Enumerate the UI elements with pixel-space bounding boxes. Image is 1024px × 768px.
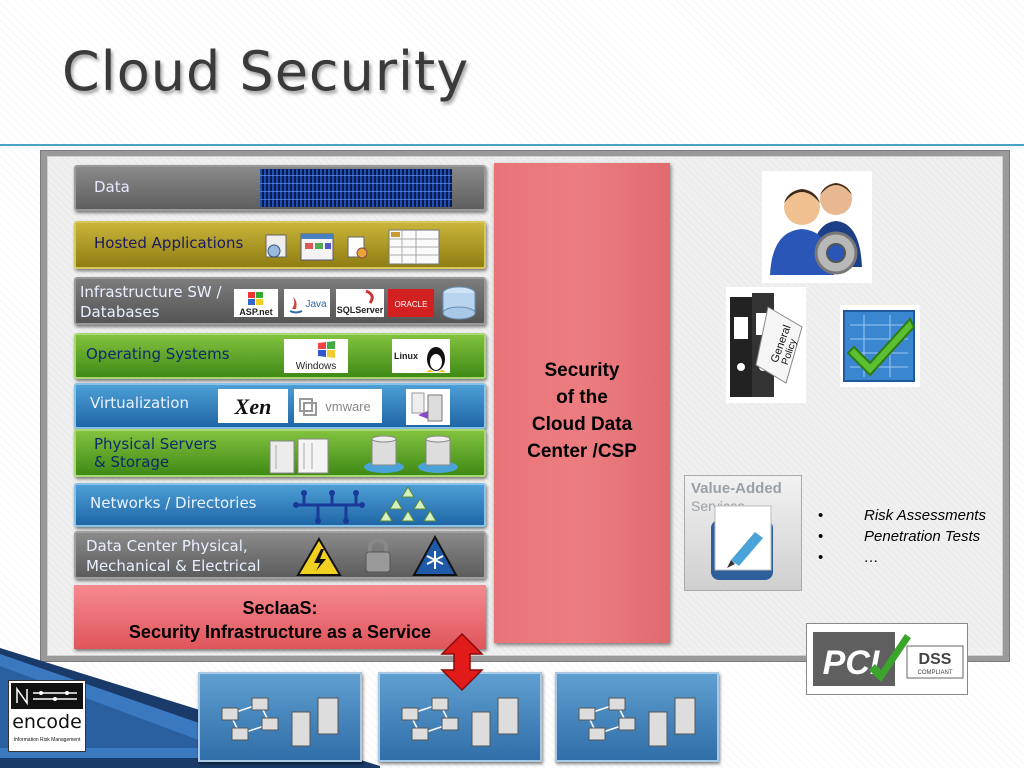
- service-bullet-list: •Risk Assessments •Penetration Tests •…: [818, 507, 986, 570]
- document-gear-icon: [346, 235, 370, 266]
- oracle-text: ORACLE: [395, 300, 428, 309]
- list-item: • Penetration Tests: [818, 528, 986, 549]
- csp-line-1: Security: [544, 360, 620, 381]
- layer-label-line1: Infrastructure SW /: [80, 283, 222, 301]
- layer-label-line1: Data Center Physical,: [86, 537, 248, 555]
- layer-physical-servers: Physical Servers & Storage: [74, 429, 486, 477]
- csp-line-2: of the: [556, 387, 608, 408]
- virtual-server-icon: [406, 389, 450, 425]
- bullet: •: [818, 528, 824, 545]
- list-item: • Risk Assessments: [818, 507, 986, 528]
- windows-logo: Windows: [284, 339, 348, 373]
- java-logo: Java: [284, 289, 330, 317]
- seclaas-subtitle: Security Infrastructure as a Service: [128, 622, 432, 642]
- layer-infrastructure-sw: Infrastructure SW / Databases ASP.net Ja…: [74, 277, 486, 325]
- layer-data-center: Data Center Physical, Mechanical & Elect…: [74, 531, 486, 579]
- encode-tagline: Information Risk Management: [13, 737, 81, 743]
- layer-operating-systems: Operating Systems Windows Linux: [74, 333, 486, 379]
- high-voltage-icon: [296, 537, 342, 582]
- csp-security-column: Security of the Cloud Data Center /CSP: [494, 163, 670, 643]
- layer-label-line1: Physical Servers: [94, 435, 217, 453]
- layer-label: Data: [94, 178, 130, 196]
- layer-label-line2: Databases: [80, 303, 160, 321]
- layer-virtualization: Virtualization Xen vmware: [74, 383, 486, 429]
- linux-text: Linux: [394, 351, 418, 361]
- oracle-logo: ORACLE: [388, 289, 434, 317]
- bullet-text: …: [864, 549, 879, 566]
- pci-text: PCI: [823, 644, 881, 682]
- layer-label: Networks / Directories: [90, 494, 257, 512]
- vmware-text: vmware: [325, 399, 371, 414]
- bullet: •: [818, 507, 824, 524]
- layer-data: Data: [74, 165, 486, 211]
- list-item: •…: [818, 549, 986, 570]
- storage-array-icon: [416, 435, 460, 480]
- layer-label: Hosted Applications: [94, 234, 244, 252]
- bidirectional-arrow-icon: [440, 632, 484, 692]
- dss-subtext: COMPLIANT: [917, 670, 952, 676]
- binary-data-icon: [260, 169, 452, 207]
- sqlserver-text: SQLServer: [337, 305, 384, 315]
- seclaas-band: SecIaaS: Security Infrastructure as a Se…: [74, 585, 486, 649]
- seclaas-title: SecIaaS:: [242, 598, 318, 618]
- server-tower-icon: [268, 435, 338, 480]
- value-added-services-icon: Value-Added Services: [684, 475, 802, 591]
- value-added-title: Value-Added: [691, 480, 782, 497]
- directory-tree-icon: [376, 485, 440, 530]
- layer-label: Virtualization: [90, 394, 189, 412]
- layer-label-line2: & Storage: [94, 453, 170, 471]
- app-installer-icon: [264, 233, 288, 266]
- xen-logo: Xen: [218, 389, 288, 423]
- bullet-text: Penetration Tests: [864, 528, 981, 545]
- csp-line-4: Center /CSP: [527, 441, 637, 462]
- windows-text: Windows: [296, 361, 337, 372]
- aspnet-logo: ASP.net: [234, 289, 278, 317]
- title-divider: [0, 144, 1024, 146]
- cooling-icon: [412, 534, 458, 582]
- network-bus-icon: [292, 487, 366, 532]
- slide-title: Cloud Security: [62, 40, 470, 103]
- diagram-frame: Data Hosted Applications Infrastructure …: [40, 150, 1010, 695]
- dss-text: DSS: [919, 651, 952, 668]
- aspnet-text: ASP.net: [239, 307, 272, 317]
- pci-dss-logo: PCI DSS COMPLIANT: [806, 623, 968, 695]
- vmware-logo: vmware: [294, 389, 382, 423]
- diagram-panel: Data Hosted Applications Infrastructure …: [47, 156, 1003, 695]
- encode-logo: encode Information Risk Management: [8, 680, 86, 752]
- layer-networks: Networks / Directories: [74, 483, 486, 527]
- app-window-icon: [300, 233, 334, 266]
- network-box: [198, 672, 362, 762]
- network-box: [555, 672, 719, 762]
- linux-logo: Linux: [392, 339, 450, 373]
- layer-hosted-applications: Hosted Applications: [74, 221, 486, 269]
- bullet-text: Risk Assessments: [864, 507, 986, 524]
- database-icon: [440, 285, 478, 326]
- xen-text: Xen: [234, 394, 272, 419]
- padlock-icon: [362, 535, 394, 580]
- checklist-approved-icon: [840, 305, 920, 387]
- storage-array-icon: [362, 435, 406, 480]
- layer-label: Operating Systems: [86, 345, 230, 363]
- encode-wordmark: encode: [12, 711, 82, 733]
- general-policy-binders-icon: General Policy: [726, 287, 806, 403]
- users-gear-icon: [762, 171, 872, 283]
- sqlserver-logo: SQLServer: [336, 289, 384, 317]
- spreadsheet-icon: [388, 229, 440, 270]
- java-text: Java: [305, 299, 327, 310]
- encode-logo-mark: [11, 683, 83, 709]
- layer-label-line2: Mechanical & Electrical: [86, 557, 261, 575]
- csp-line-3: Cloud Data: [531, 414, 633, 435]
- bullet: •: [818, 549, 824, 566]
